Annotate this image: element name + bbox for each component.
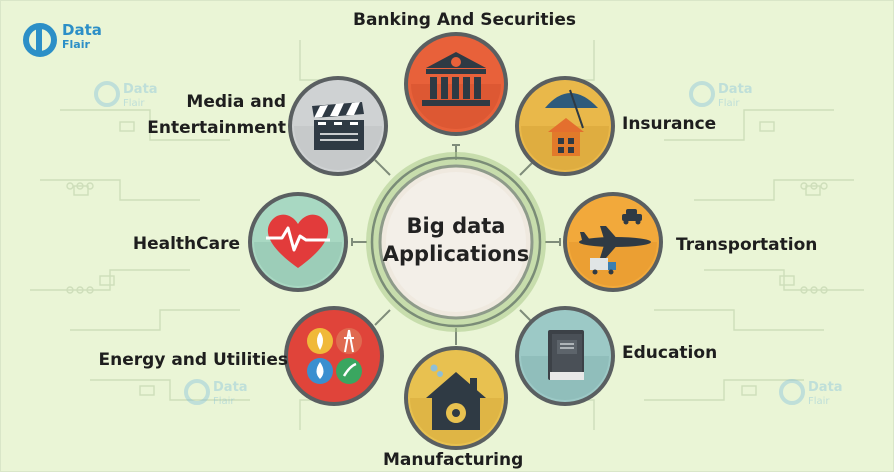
watermark-text: Data [718,82,753,97]
label-transportation: Transportation [676,235,818,255]
media-node [288,76,388,176]
logo-title: Data [62,21,102,39]
label-energy: Energy and Utilities [98,350,288,370]
manufacturing-node [404,346,508,450]
insurance-node [515,76,615,176]
logo-subtitle: Flair [62,38,90,51]
bank-icon [422,52,490,106]
healthcare-node [248,192,348,292]
umbrella-house-icon [545,89,598,156]
watermark-logo: Data Flair [689,81,753,109]
truck-icon [590,258,616,275]
center-title-line2: Applications [382,242,530,266]
book-icon [548,330,584,380]
center-title: Big data Applications [372,212,540,268]
circuit-decorations [30,40,864,430]
watermark-logo: Data Flair [184,379,248,407]
watermark-text: Data [808,380,843,395]
watermark-text: Data [213,380,248,395]
label-healthcare: HealthCare [132,234,240,254]
watermark-group: Data Flair Data Flair Data Flair Data Fl… [94,81,843,407]
transportation-node [563,192,663,292]
watermark-subtext: Flair [213,396,235,407]
center-title-line1: Big data [406,214,506,238]
watermark-logo: Data Flair [94,81,158,109]
airplane-icon [579,226,651,258]
center-hub [366,152,546,332]
watermark-text: Data [123,82,158,97]
watermark-subtext: Flair [718,98,740,109]
label-education: Education [622,343,718,363]
energy-icons [307,328,362,384]
dataflair-logo: Data Flair [22,19,112,61]
education-node [515,306,615,406]
logo-icon [23,23,57,57]
label-banking: Banking And Securities [353,10,576,30]
label-manufacturing: Manufacturing [383,450,524,470]
label-media-line2: Entertainment [147,118,286,138]
banking-node [404,32,508,136]
label-insurance: Insurance [622,114,717,134]
factory-gear-icon [426,364,486,430]
energy-node [284,306,384,406]
watermark-subtext: Flair [808,396,830,407]
label-media-line1: Media and [186,92,286,112]
clapperboard-icon [312,102,364,150]
watermark-subtext: Flair [123,98,145,109]
heart-icon [266,214,330,268]
watermark-logo: Data Flair [779,379,843,407]
car-icon [622,209,642,225]
